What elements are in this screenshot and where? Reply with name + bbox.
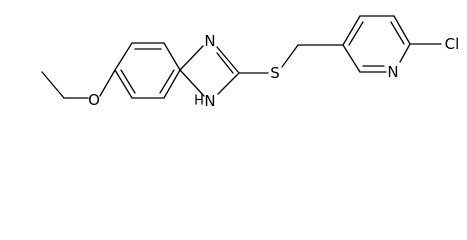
double-bond-inner bbox=[216, 52, 234, 74]
thioether-linker bbox=[238, 44, 344, 74]
ethoxy-group bbox=[41, 69, 116, 99]
imidazole-ring bbox=[179, 45, 240, 97]
bond bbox=[114, 42, 133, 71]
double-bond-inner bbox=[390, 21, 405, 45]
atom-label-h: H bbox=[194, 94, 204, 109]
bond bbox=[399, 43, 411, 63]
benzene-ring bbox=[114, 42, 181, 99]
atom-label-cl: Cl bbox=[445, 35, 460, 53]
bond bbox=[216, 46, 240, 74]
bond bbox=[217, 72, 240, 95]
atom-label-n-imidazole: N bbox=[204, 32, 215, 50]
bond bbox=[99, 69, 116, 97]
double-bond-inner bbox=[348, 21, 364, 46]
bond bbox=[114, 69, 133, 99]
atom-label-s: S bbox=[270, 64, 280, 82]
bond bbox=[179, 69, 205, 97]
bond bbox=[163, 42, 181, 71]
atom-label-n-h-imidazole: N bbox=[204, 92, 215, 110]
pyridine-ring bbox=[342, 15, 411, 73]
bond bbox=[179, 45, 204, 71]
double-bond-inner bbox=[159, 69, 175, 94]
bond bbox=[342, 44, 361, 73]
bond bbox=[163, 69, 181, 99]
bond bbox=[342, 15, 361, 46]
bond bbox=[393, 15, 411, 45]
bond bbox=[281, 44, 299, 68]
atom-label-n-pyridine: N bbox=[387, 63, 398, 81]
bond bbox=[41, 71, 65, 99]
double-bond-inner bbox=[120, 69, 136, 94]
chemical-structure-diagram: N N H S N Cl O bbox=[41, 15, 460, 110]
atom-label-o: O bbox=[88, 91, 100, 109]
